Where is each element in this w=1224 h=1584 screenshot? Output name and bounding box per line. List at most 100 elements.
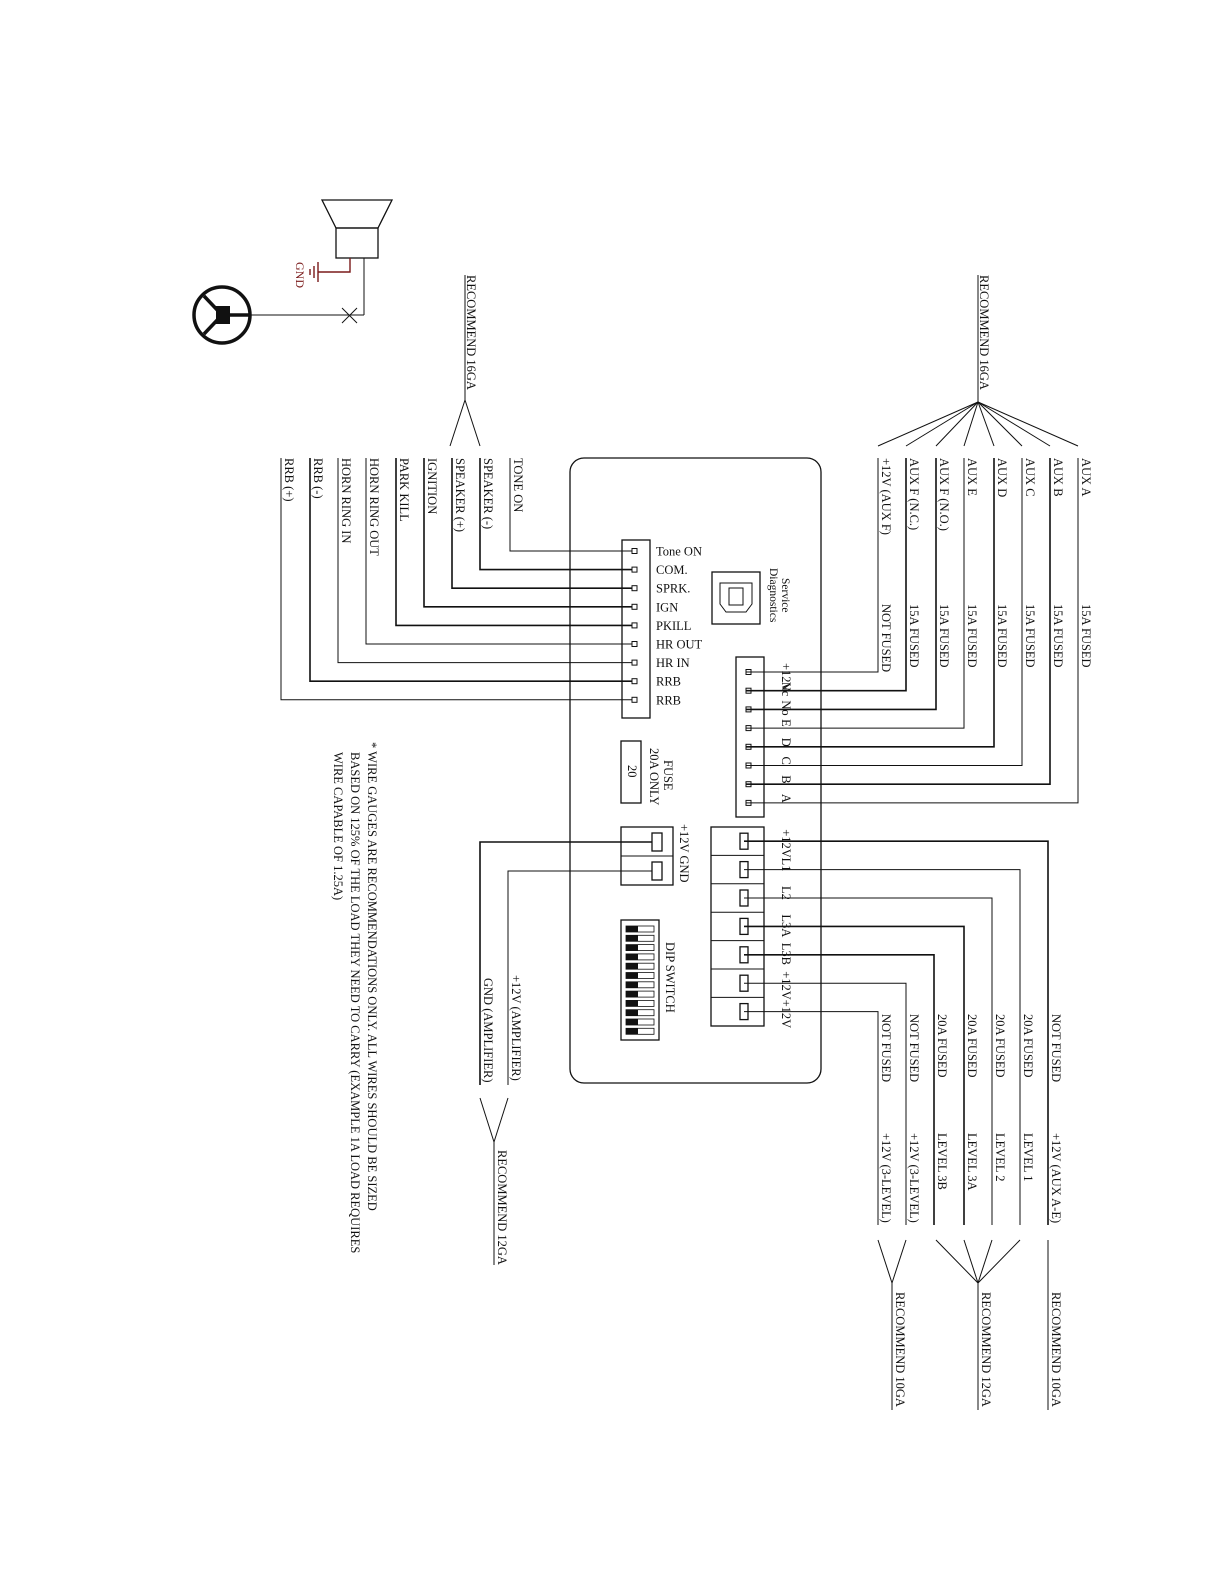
left-wire-label: HORN RING IN <box>339 458 353 543</box>
service-title: Service <box>779 578 791 612</box>
level-pin-label: +12V <box>779 1000 793 1029</box>
level-pin-label: +12V <box>779 971 793 1000</box>
level-wire <box>744 897 993 1225</box>
left-wire-label: IGNITION <box>425 458 439 514</box>
aux-wire-fuse: 15A FUSED <box>907 604 921 668</box>
left-wire-label: SPEAKER (+) <box>453 458 467 532</box>
level-wire-label: +12V (AUX A-E) <box>1049 1133 1063 1223</box>
left-wire <box>365 458 632 645</box>
left-pin-label: HR IN <box>656 656 690 670</box>
level-wire <box>744 869 1021 1225</box>
aux-wire-fuse: 15A FUSED <box>937 604 951 668</box>
level-gauge-forks <box>877 1239 1049 1410</box>
aux-wire-label: AUX F (N.O.) <box>937 458 951 531</box>
aux-wire <box>746 458 879 673</box>
level-pin-label: L3B <box>779 943 793 965</box>
aux-wire-fuse: 15A FUSED <box>1079 604 1093 668</box>
note-line-2: BASED ON 125% OF THE LOAD THEY NEED TO C… <box>348 752 362 1253</box>
left-pin <box>631 548 638 554</box>
aux-wire <box>746 458 1079 804</box>
siren-speaker-icon <box>320 199 394 259</box>
aux-wire-label: AUX A <box>1079 458 1093 497</box>
left-wire <box>451 458 632 589</box>
aux-pin-label: E <box>779 719 793 727</box>
speaker-gauge-label: RECOMMEND 16GA <box>464 275 478 390</box>
left-pin-label: SPRK. <box>656 582 690 596</box>
left-pin <box>631 585 638 592</box>
fuse-title: FUSE <box>661 760 675 791</box>
fuse-value: 20 <box>625 765 639 778</box>
left-pin-label: IGN <box>656 600 678 614</box>
aux-gauge-label: RECOMMEND 16GA <box>977 275 991 390</box>
left-wire <box>309 458 632 682</box>
aux-wire-fuse: NOT FUSED <box>879 604 893 672</box>
aux-pin-label: D <box>779 738 793 747</box>
aux-wire-label: AUX E <box>965 458 979 496</box>
usb-icon <box>719 582 753 613</box>
amp-positive-label: +12V (AMPLIFIER) <box>509 975 523 1081</box>
level-wire-label: LEVEL 3A <box>965 1133 979 1191</box>
aux-pin-label: Nc <box>779 682 793 697</box>
note-line-1: * WIRE GAUGES ARE RECOMMENDATIONS ONLY. … <box>365 742 379 1211</box>
fuse-holder <box>620 740 642 804</box>
level-wire <box>744 982 907 1225</box>
aux-pin-label: +12V <box>779 663 793 692</box>
level-pin-label: +12V <box>779 829 793 858</box>
left-pin-label: RRB <box>656 675 681 689</box>
left-wire <box>423 458 632 608</box>
level-wire-fuse: NOT FUSED <box>879 1014 893 1082</box>
aux-wire-label: AUX F (N.C.) <box>907 458 921 530</box>
aux-wire-label: AUX C <box>1023 458 1037 497</box>
level-wire-fuse: 20A FUSED <box>993 1014 1007 1078</box>
level-gauge-label-12ga: RECOMMEND 12GA <box>979 1292 993 1407</box>
level-gauge-label-10ga: RECOMMEND 10GA <box>1049 1292 1063 1407</box>
left-wire <box>395 458 632 627</box>
left-wire-label: RRB (+) <box>282 458 296 502</box>
controller-box <box>569 457 822 1084</box>
level-wire-label: +12V (3-LEVEL) <box>879 1133 893 1223</box>
ground-label: GND <box>293 262 307 288</box>
aux-wire-label: AUX B <box>1051 458 1065 497</box>
power-gauge-label: RECOMMEND 12GA <box>495 1150 509 1265</box>
dip-switch-slots <box>625 925 655 1035</box>
level-wire <box>744 925 965 1225</box>
left-wire-label: RRB (-) <box>311 458 325 499</box>
aux-wire <box>746 458 1023 766</box>
level-wire-label: LEVEL 3B <box>935 1133 949 1190</box>
level-wire-fuse: 20A FUSED <box>1021 1014 1035 1078</box>
left-wire-label: HORN RING OUT <box>367 458 381 556</box>
level-wire-fuse: NOT FUSED <box>1049 1014 1063 1082</box>
aux-wire-fuse: 15A FUSED <box>995 604 1009 668</box>
service-subtitle: Diagnostics <box>767 568 779 623</box>
left-pin-label: Tone ON <box>656 545 702 559</box>
aux-wire-label: +12V (AUX F) <box>879 458 893 535</box>
left-pin <box>631 696 638 703</box>
left-wire <box>280 458 632 701</box>
power-terminal-label: +12V GND <box>677 824 691 883</box>
left-pin <box>631 603 638 610</box>
usb-port <box>711 571 761 625</box>
aux-wire-fuse: 15A FUSED <box>1023 604 1037 668</box>
dip-switch-label: DIP SWITCH <box>663 942 677 1013</box>
left-wire-label: PARK KILL <box>397 458 411 522</box>
left-wire <box>337 458 632 664</box>
level-wire <box>744 954 935 1225</box>
note-line-3: WIRE CAPABLE OF 1.25A) <box>331 752 345 900</box>
speaker-gauge-fork <box>449 275 481 447</box>
level-wire-label: +12V (3-LEVEL) <box>907 1133 921 1223</box>
left-pin-label: PKILL <box>656 619 691 633</box>
left-wire <box>509 458 632 552</box>
aux-pin-label: B <box>779 775 793 783</box>
power-wires <box>479 841 652 1265</box>
left-pin <box>631 641 638 647</box>
aux-wire <box>746 458 995 748</box>
aux-wires: AUX A 15A FUSED AUX B 15A FUSED AUX C 15A FUS… <box>746 458 1093 804</box>
aux-pin-label: No <box>779 700 793 715</box>
aux-wire <box>746 458 965 729</box>
dip-switch <box>620 919 660 1041</box>
